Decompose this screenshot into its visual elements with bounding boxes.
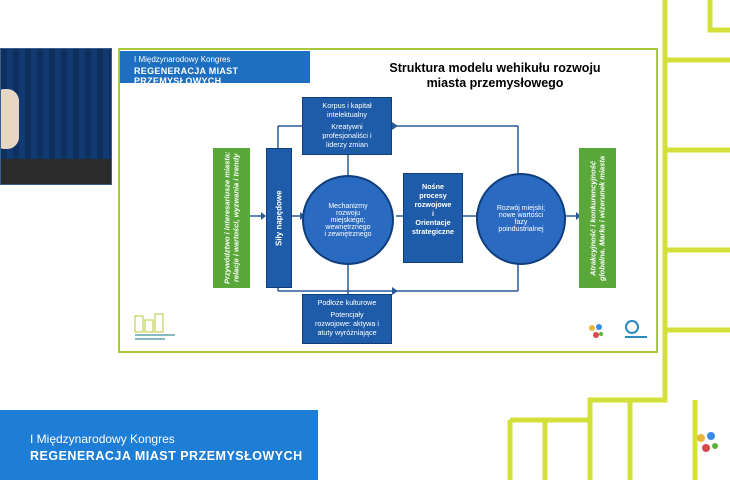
text-line: profesjonaliści i	[322, 131, 372, 140]
text-line: poindustrialnej	[498, 226, 544, 233]
slide-title-line2: miasta przemysłowego	[426, 76, 564, 90]
text-line: atuty wyróżniające	[317, 328, 377, 337]
circle-development-mechanisms: Mechanizmy rozwoju miejskiego; wewnętrzn…	[302, 175, 394, 265]
text-line: intelektualny	[327, 110, 367, 119]
box-leadership-stakeholders: Przywództwo i interesariusze miasta: rel…	[213, 148, 250, 288]
text-line: i	[432, 209, 434, 218]
banner-line1: I Międzynarodowy Kongres	[30, 432, 175, 446]
slide-title-line1: Struktura modelu wehikułu rozwoju	[389, 61, 601, 75]
text-line: liderzy zmian	[326, 140, 368, 149]
text-line: Przywództwo i interesariusze miasta: rel…	[222, 151, 241, 285]
text-line: Nośne	[422, 182, 444, 191]
speaker-silhouette	[1, 89, 19, 149]
text-line: Rozwój miejski;	[496, 205, 546, 212]
desk	[1, 159, 111, 184]
slide-header-line2: REGENERACJA MIAST PRZEMYSŁOWYCH	[134, 66, 239, 86]
congress-logo-icon	[134, 313, 175, 340]
congress-banner: I Międzynarodowy Kongres REGENERACJA MIA…	[0, 410, 318, 480]
camera-feed	[0, 48, 112, 185]
text-line: Atrakcyjność i konkurencyjność globalna.…	[588, 155, 607, 281]
text-line: rozwojowe	[414, 200, 452, 209]
box-corpus-intellectual-capital: Korpus i kapitał intelektualny Kreatywni…	[302, 97, 392, 155]
text-line: Korpus i kapitał	[322, 101, 372, 110]
text-line: Potencjały	[330, 310, 364, 319]
partner-logo-icon	[625, 320, 647, 338]
city-logo-icon	[589, 324, 603, 338]
circle-urban-development: Rozwój miejski; nowe wartości fazy poind…	[476, 173, 566, 265]
text-line: nowe wartości	[498, 212, 544, 219]
text-line: Mechanizmy	[328, 202, 368, 210]
box-cultural-foundation: Podłoże kulturowe Potencjały rozwojowe: …	[302, 294, 392, 344]
text-line: wewnętrznego	[325, 223, 371, 231]
text-line: miejskiego;	[330, 216, 366, 224]
decorative-lines	[507, 0, 730, 480]
slide-title: Struktura modelu wehikułu rozwoju miasta…	[360, 61, 630, 91]
box-attractiveness-competitiveness: Atrakcyjność i konkurencyjność globalna.…	[579, 148, 616, 288]
text-line: procesy	[419, 191, 447, 200]
banner-line2: REGENERACJA MIAST PRZEMYSŁOWYCH	[30, 449, 303, 463]
text-line: strategiczne	[412, 227, 454, 236]
text-line: Siły napędowe	[274, 190, 284, 246]
text-line: Kreatywni	[331, 122, 363, 131]
text-line: rozwojowe: aktywa i	[315, 319, 379, 328]
city-logo-icon	[697, 432, 718, 452]
text-line: rozwoju	[335, 209, 361, 217]
box-development-processes: Nośne procesy rozwojowe i Orientacje str…	[403, 173, 463, 263]
text-line: Podłoże kulturowe	[317, 298, 377, 307]
slide-header-line1: I Międzynarodowy Kongres	[134, 55, 231, 64]
text-line: fazy	[514, 219, 528, 226]
slide-header-badge: I Międzynarodowy Kongres REGENERACJA MIA…	[120, 51, 310, 86]
text-line: Orientacje	[415, 218, 451, 227]
box-driving-forces: Siły napędowe	[266, 148, 292, 288]
text-line: i zewnętrznego	[324, 230, 372, 238]
